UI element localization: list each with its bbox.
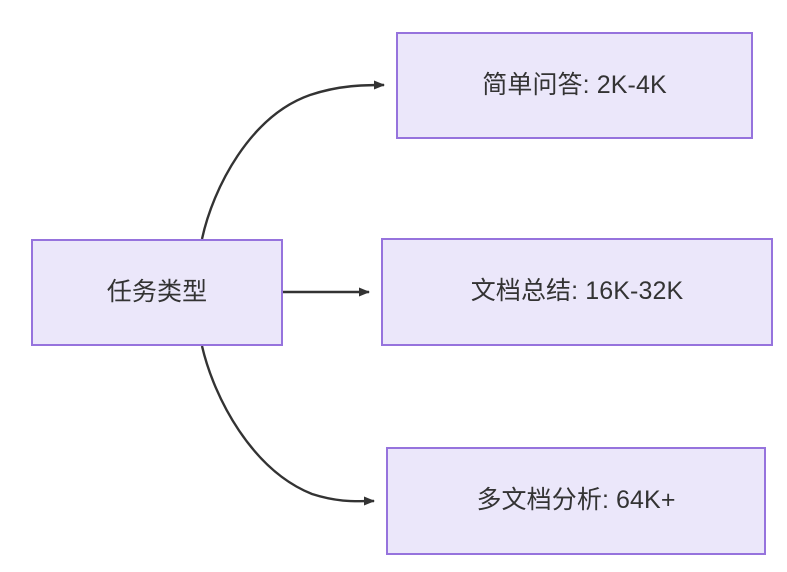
edge-source-to-simple-qa — [200, 80, 385, 240]
node-doc-summary[interactable]: 文档总结: 16K-32K — [381, 238, 773, 346]
node-simple-qa-label: 简单问答: 2K-4K — [482, 70, 667, 99]
edge-source-to-multi-doc — [200, 345, 375, 506]
node-multi-doc-analysis[interactable]: 多文档分析: 64K+ — [386, 447, 766, 555]
node-simple-qa[interactable]: 简单问答: 2K-4K — [396, 32, 753, 139]
node-doc-summary-label: 文档总结: 16K-32K — [470, 277, 684, 306]
node-multi-doc-analysis-label: 多文档分析: 64K+ — [476, 486, 676, 515]
node-task-type-label: 任务类型 — [106, 277, 208, 306]
node-task-type[interactable]: 任务类型 — [31, 239, 283, 346]
